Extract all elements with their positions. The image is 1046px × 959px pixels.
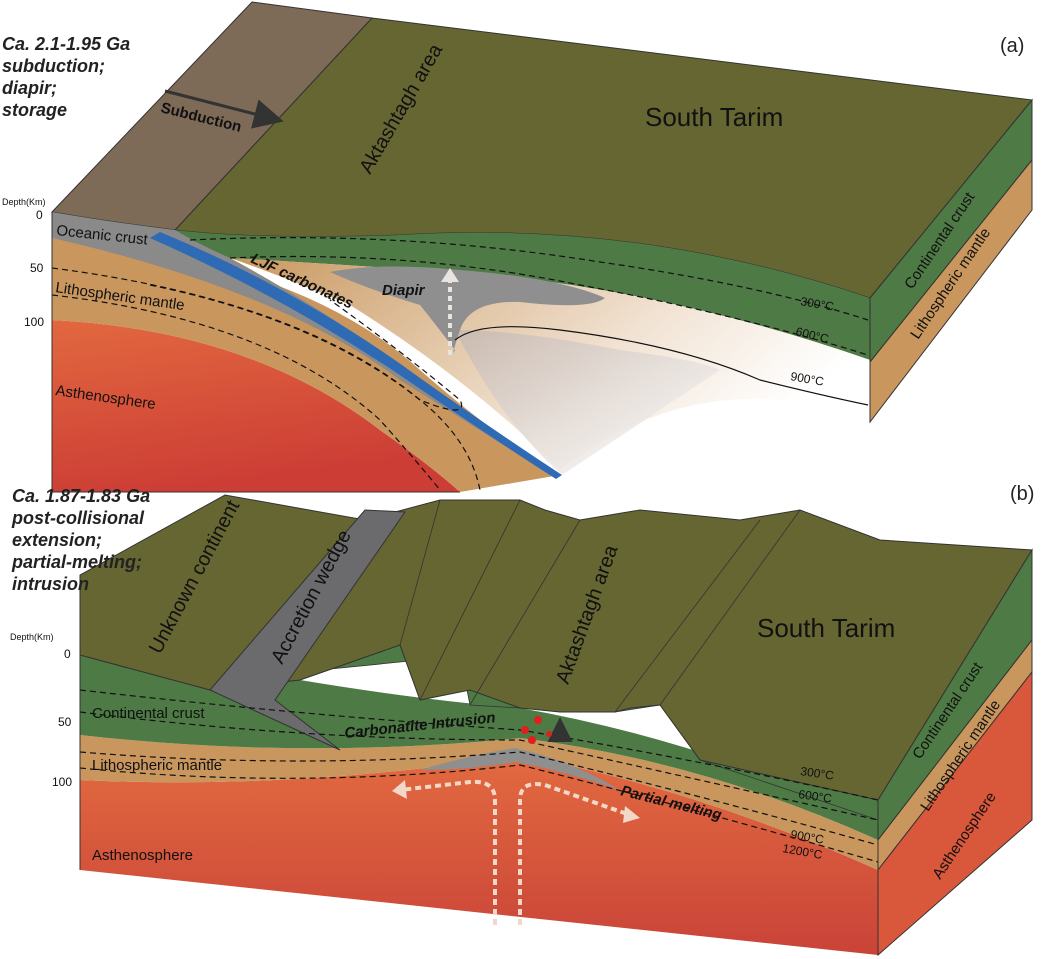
panel-b bbox=[79, 494, 1033, 957]
depth-tick-a-100: 100 bbox=[24, 315, 44, 329]
upwelling-arrow-right bbox=[518, 782, 631, 925]
caption-a-line-4: storage bbox=[2, 100, 67, 120]
isotherm-900-a bbox=[454, 326, 869, 406]
caption-b-line-5: intrusion bbox=[12, 574, 89, 594]
isotherm-300-a bbox=[189, 237, 869, 321]
accretion-wedge bbox=[209, 509, 406, 751]
isotherm-300-b bbox=[79, 689, 879, 801]
carbonatite-blob-2 bbox=[521, 726, 529, 734]
isotherm-1200-label-b: 1200°C bbox=[781, 841, 823, 862]
depth-tick-a-50: 50 bbox=[30, 261, 44, 275]
caption-a-line-1: Ca. 2.1-1.95 Ga bbox=[2, 34, 130, 54]
upwelling-arrowhead-left bbox=[392, 780, 407, 799]
continental-crust-b bbox=[80, 655, 878, 840]
asthenosphere-b bbox=[80, 755, 878, 955]
caption-b-line-3: extension; bbox=[12, 530, 102, 550]
diapir-body bbox=[330, 266, 605, 353]
isotherm-300-label-a: 300°C bbox=[799, 294, 835, 314]
upwelling-arrowhead-right bbox=[623, 806, 640, 823]
caption-b-line-2: post-collisional bbox=[11, 508, 145, 528]
continental-crust-a bbox=[175, 230, 870, 360]
isotherm-300-label-b: 300°C bbox=[800, 764, 835, 783]
isotherm-900-label-a: 900°C bbox=[789, 369, 825, 389]
south-tarim-label-a: South Tarim bbox=[645, 102, 783, 132]
isotherm-600-a bbox=[229, 255, 869, 356]
isotherm-600-label-b: 600°C bbox=[798, 787, 833, 806]
lithospheric-mantle-label-b: Lithospheric mantle bbox=[92, 757, 222, 774]
isotherm-600-b bbox=[79, 711, 879, 821]
panel-label-a: (a) bbox=[1000, 35, 1024, 57]
lithospheric-mantle-a-left bbox=[52, 238, 560, 492]
depth-tick-b-100: 100 bbox=[52, 775, 72, 789]
depth-title-a: Depth(Km) bbox=[2, 197, 46, 207]
subduction-arrow bbox=[164, 89, 284, 129]
mantle-wedge-fade bbox=[455, 330, 720, 475]
caption-b-line-1: Ca. 1.87-1.83 Ga bbox=[12, 486, 150, 506]
isotherm-900-a-lower bbox=[51, 294, 441, 491]
caption-a-line-2: subduction; bbox=[2, 56, 105, 76]
caption-a-line-3: diapir; bbox=[2, 78, 57, 98]
side-asthenosphere-b bbox=[877, 670, 1033, 957]
depth-tick-a-0: 0 bbox=[36, 208, 43, 222]
asthenosphere-a bbox=[52, 320, 460, 492]
asthenosphere-label-b: Asthenosphere bbox=[92, 847, 193, 864]
south-tarim-label-b: South Tarim bbox=[757, 613, 895, 643]
panel-label-b: (b) bbox=[1010, 483, 1034, 505]
isotherm-600-a-lower bbox=[51, 267, 481, 491]
partial-melt-lens bbox=[420, 748, 620, 790]
isotherm-900-label-b: 900°C bbox=[789, 827, 825, 847]
isotherm-1200-b bbox=[79, 764, 879, 863]
fault-scarps bbox=[399, 499, 801, 713]
ljf-carbonates-band bbox=[150, 232, 562, 479]
depth-title-b: Depth(Km) bbox=[10, 632, 54, 642]
depth-tick-b-0: 0 bbox=[64, 647, 71, 661]
carbonatite-blob-4 bbox=[546, 731, 552, 737]
isotherm-900-b bbox=[79, 751, 879, 846]
caption-b-line-4: partial-melting; bbox=[11, 552, 142, 572]
carbonatite-blob-1 bbox=[534, 716, 542, 724]
left-edge-a bbox=[51, 212, 460, 493]
carbonatite-blob-3 bbox=[528, 736, 536, 744]
depth-tick-b-50: 50 bbox=[58, 715, 72, 729]
oceanic-plate-surface bbox=[50, 1, 374, 231]
diapir-arrowhead bbox=[441, 268, 459, 282]
isotherm-mantle-loop bbox=[149, 284, 463, 411]
side-mantle-a bbox=[869, 158, 1033, 424]
oceanic-crust-a bbox=[52, 212, 560, 478]
panel-a bbox=[50, 1, 1033, 493]
diapir-label: Diapir bbox=[382, 282, 426, 299]
lithospheric-mantle-b bbox=[80, 735, 878, 870]
upwelling-arrow-left bbox=[399, 779, 497, 925]
continental-crust-label-b: Continental crust bbox=[92, 705, 205, 722]
